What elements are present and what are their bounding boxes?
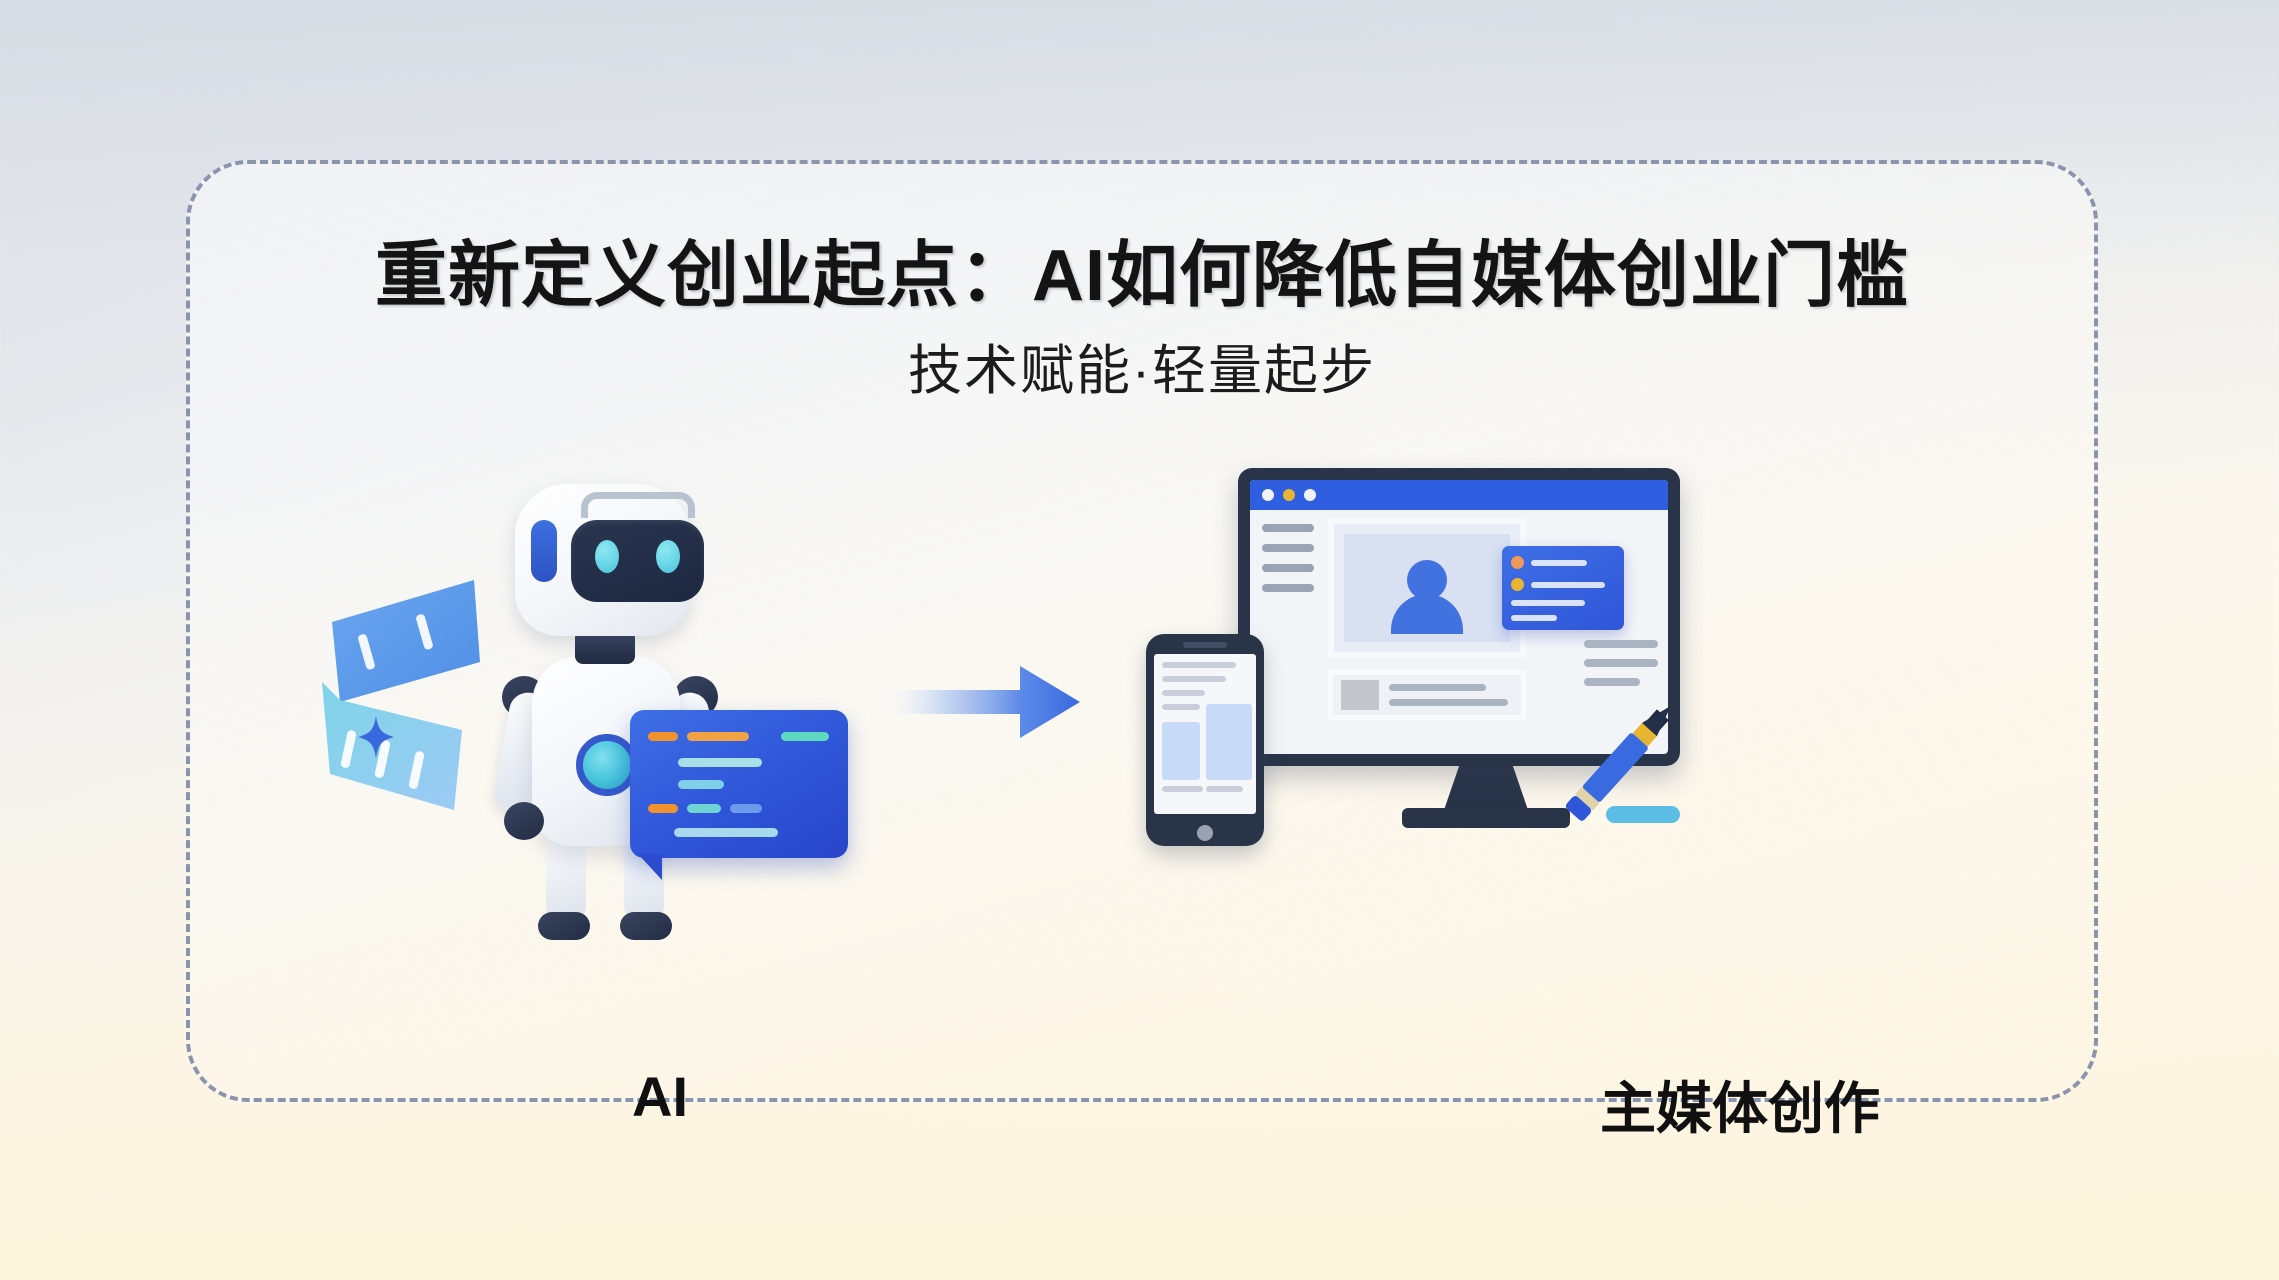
avatar-body-icon: [1391, 594, 1463, 634]
sidebar-line: [1262, 584, 1314, 592]
robot-foot-right: [620, 912, 672, 940]
info-card-row: [1511, 600, 1615, 606]
text-line: [1206, 786, 1243, 792]
window-dot-white: [1304, 489, 1316, 501]
page-title: 重新定义创业起点：AI如何降低自媒体创业门槛: [374, 236, 1909, 316]
text-line: [1389, 684, 1486, 691]
robot-antenna-icon: [581, 492, 695, 518]
thumbnail-placeholder: [1341, 680, 1379, 710]
text-line: [1162, 690, 1205, 696]
illustration-stage: [190, 454, 2094, 1054]
self-media-devices-group: [1136, 454, 1836, 1054]
text-line: [1584, 659, 1658, 667]
info-card-panel: [1502, 546, 1624, 630]
info-card-row: [1511, 615, 1615, 621]
monitor-stand-base: [1402, 808, 1570, 828]
phone-speaker-icon: [1183, 642, 1227, 648]
status-dot-orange: [1511, 556, 1524, 569]
text-line: [1162, 662, 1236, 668]
screen-content: [1250, 510, 1668, 754]
film-strip-icon: [312, 562, 542, 832]
text-line: [1584, 678, 1640, 686]
robot-foot-left: [538, 912, 590, 940]
accent-bar: [1606, 806, 1680, 823]
info-card-row: [1511, 578, 1615, 591]
article-list-item: [1328, 670, 1526, 720]
avatar-placeholder: [1344, 534, 1510, 642]
phone-device: [1146, 634, 1264, 846]
text-line: [1162, 676, 1226, 682]
screen-text-lines: [1584, 640, 1658, 697]
content-block: [1162, 722, 1200, 780]
robot-eye-right: [656, 540, 680, 573]
robot-leg-left: [546, 836, 586, 922]
text-line: [1389, 699, 1509, 706]
robot-face-screen: [571, 520, 704, 602]
sidebar-line: [1262, 564, 1314, 572]
monitor-stand-neck: [1444, 766, 1528, 810]
slide-card: 重新定义创业起点：AI如何降低自媒体创业门槛 技术赋能·轻量起步: [186, 160, 2098, 1140]
ai-robot-group: [312, 454, 912, 1054]
page-subtitle: 技术赋能·轻量起步: [908, 341, 1376, 401]
pencil-icon: [1544, 704, 1684, 834]
text-line: [1162, 786, 1203, 792]
info-card-row: [1511, 556, 1615, 569]
left-caption: AI: [632, 1065, 688, 1128]
window-dot-yellow: [1283, 489, 1295, 501]
content-block: [1206, 704, 1252, 780]
robot-eye-left: [595, 540, 619, 573]
code-speech-bubble: [630, 710, 848, 880]
monitor-screen: [1250, 480, 1668, 754]
phone-home-button: [1197, 825, 1213, 841]
text-line: [1584, 640, 1658, 648]
monitor-device: [1238, 468, 1680, 766]
avatar-head-icon: [1407, 560, 1447, 600]
transition-arrow-icon: [880, 662, 1080, 742]
text-line: [1162, 704, 1200, 710]
screen-sidebar: [1262, 524, 1314, 604]
status-dot-yellow: [1511, 578, 1524, 591]
browser-titlebar: [1250, 480, 1668, 510]
sidebar-line: [1262, 524, 1314, 532]
robot-chest-core: [576, 734, 638, 796]
window-dot-white: [1262, 489, 1274, 501]
article-text-lines: [1389, 684, 1513, 706]
phone-screen: [1154, 654, 1256, 814]
robot-head: [515, 484, 704, 636]
media-preview-panel: [1328, 518, 1526, 658]
robot-ear-left: [531, 520, 557, 582]
sidebar-line: [1262, 544, 1314, 552]
right-caption: 主媒体创作: [1600, 1077, 1880, 1140]
sparkle-star-icon: [358, 716, 394, 758]
robot-elbow-left: [504, 802, 544, 840]
